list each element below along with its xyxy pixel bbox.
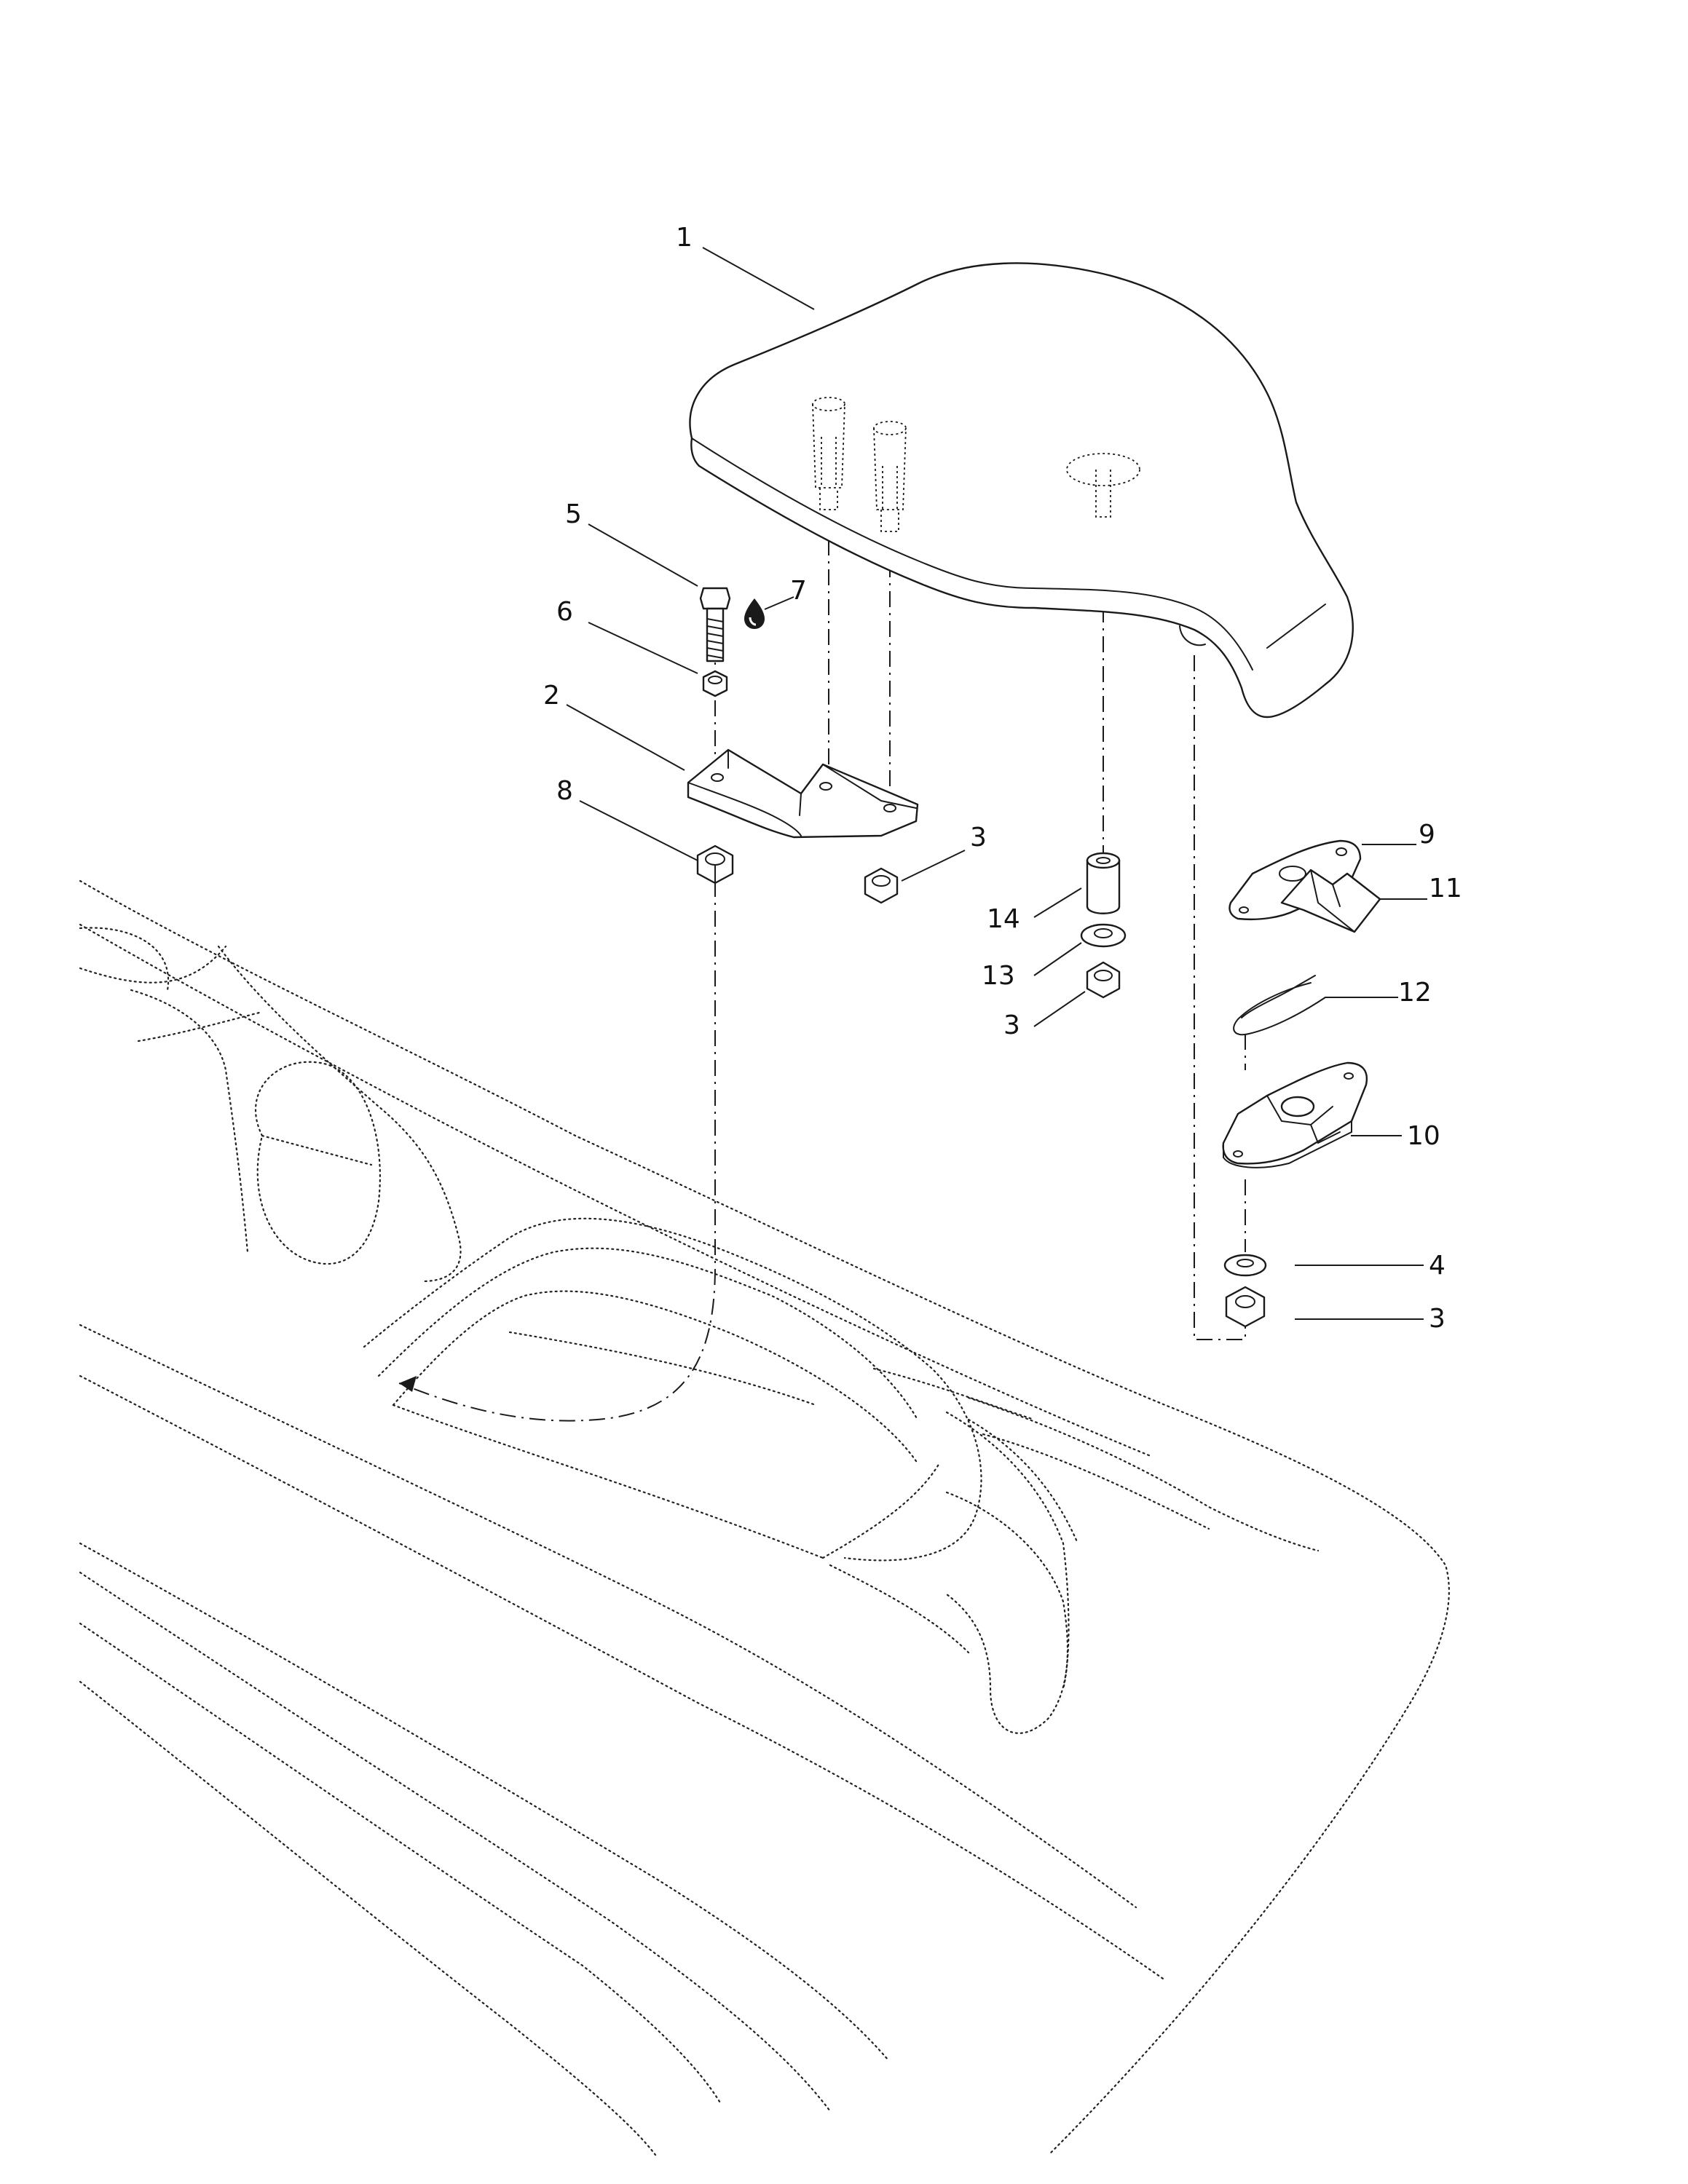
callout-1: 1	[676, 223, 693, 253]
latch-base-10	[1222, 1061, 1368, 1168]
callout-11: 11	[1429, 874, 1462, 903]
callout-3-spacer: 3	[1003, 1010, 1020, 1040]
callout-5: 5	[565, 499, 582, 529]
leader-lines	[566, 247, 1427, 1320]
bolt	[699, 587, 731, 662]
nut-3c	[1225, 1286, 1266, 1328]
callout-13: 13	[982, 961, 1015, 991]
droplet-icon	[744, 598, 765, 629]
callout-7: 7	[790, 576, 807, 606]
callout-9: 9	[1419, 820, 1435, 850]
callout-3-bracket: 3	[970, 823, 987, 852]
spacer-14	[1086, 852, 1121, 914]
nut-3b	[1086, 961, 1121, 999]
callout-12: 12	[1398, 978, 1432, 1008]
callout-8: 8	[556, 776, 573, 806]
assembly-lines	[398, 510, 1246, 1422]
callout-6: 6	[556, 597, 573, 627]
washer-13	[1080, 923, 1127, 948]
seat-pad	[689, 262, 1354, 719]
callout-2: 2	[543, 681, 560, 711]
pin-12	[1233, 975, 1341, 1036]
clip-11	[1280, 869, 1381, 933]
callout-labels: 1 5 7 6 2 8 3 14 13 3 9 11 12 10 4 3	[543, 223, 1462, 1334]
callout-10: 10	[1407, 1121, 1440, 1151]
nut-small	[702, 670, 728, 697]
callout-14: 14	[987, 904, 1020, 934]
callout-3-latch: 3	[1429, 1304, 1446, 1334]
callout-4: 4	[1429, 1251, 1446, 1281]
arrow-head	[399, 1376, 417, 1392]
nut-8	[696, 844, 734, 885]
bracket	[687, 748, 919, 839]
nut-3a	[864, 867, 899, 904]
hull-outline	[79, 879, 1450, 2156]
latch-plate-9	[1228, 839, 1362, 921]
washer-4	[1223, 1254, 1267, 1277]
